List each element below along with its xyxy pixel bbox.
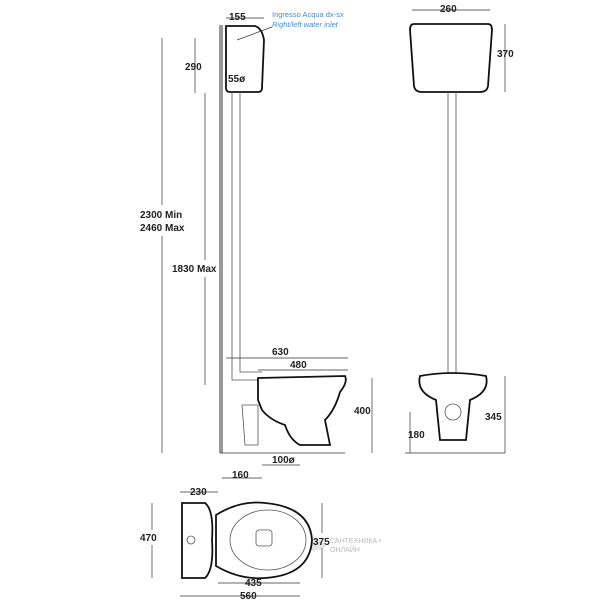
outlet-side — [241, 404, 259, 446]
wall — [219, 25, 223, 453]
dim-outlet-height: 180 — [408, 430, 425, 441]
dim-outlet-diameter: 100ø — [272, 455, 296, 466]
dim-bowl-inner-length: 480 — [290, 360, 307, 371]
dim-bowl-length: 630 — [272, 347, 289, 358]
bowl-front — [418, 372, 488, 441]
dim-total-height-max: 2460 Max — [140, 223, 185, 234]
flush-pipe-front — [447, 92, 457, 380]
dim-outlet-offset: 160 — [232, 470, 249, 481]
top-view: 230 470 375 435 560 — [140, 487, 330, 602]
dim-bowl-length-top: 435 — [245, 578, 262, 589]
dim-pipe-diameter: 55ø — [228, 74, 246, 85]
inlet-note: Ingresso Acqua dx-sx — [272, 10, 344, 19]
watermark-line1: САНТЕХНИКА • — [330, 538, 382, 545]
dim-tank-depth: 230 — [190, 487, 207, 498]
dim-bowl-height: 400 — [354, 406, 371, 417]
dim-tank-height: 290 — [185, 62, 202, 73]
bowl-side — [257, 375, 347, 446]
cistern-front — [409, 23, 493, 93]
watermark-line2: ОНЛАЙН — [330, 545, 360, 554]
bowl-top — [215, 501, 313, 580]
flush-pipe — [231, 92, 262, 381]
inlet-note-en: Right/left water inlet — [272, 20, 339, 29]
dim-bowl-height-front: 345 — [485, 412, 502, 423]
dim-tank-width: 155 — [229, 12, 246, 23]
side-view: 155 Ingresso Acqua dx-sx Right/left wate… — [140, 10, 373, 481]
dim-pipe-height: 1830 Max — [172, 264, 217, 275]
dim-total-height-min: 2300 Min — [140, 210, 182, 221]
dim-total-length: 560 — [240, 591, 257, 602]
front-view: 260 370 345 180 — [405, 4, 514, 454]
dim-bowl-width: 375 — [313, 537, 330, 548]
cistern-top — [181, 502, 214, 579]
dim-tank-height-front: 370 — [497, 49, 514, 60]
dim-width: 470 — [140, 533, 157, 544]
cistern-side — [225, 25, 265, 93]
dim-tank-width-front: 260 — [440, 4, 457, 15]
